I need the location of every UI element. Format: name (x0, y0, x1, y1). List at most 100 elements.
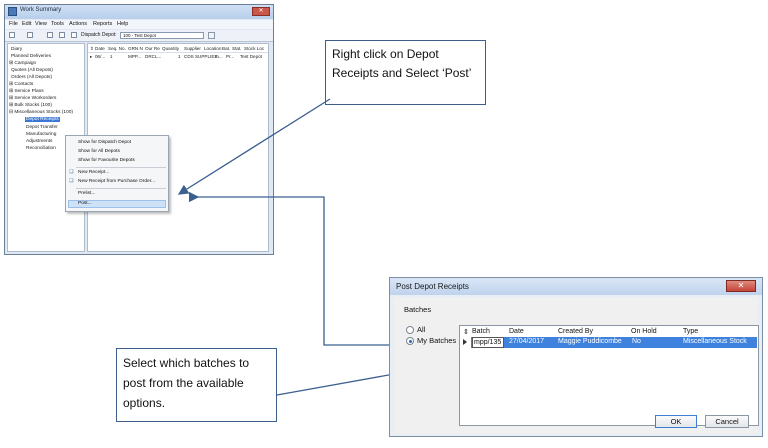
row-arrow-icon (463, 339, 467, 345)
tree-item[interactable]: Adjustments (26, 139, 53, 144)
table-cell[interactable]: 1 (178, 54, 181, 59)
menu-edit[interactable]: Edit (22, 21, 32, 27)
tree-item[interactable]: Depot Transfer (26, 125, 58, 130)
column-header-on-hold[interactable]: On Hold (631, 328, 657, 335)
radio-my-batches-label[interactable]: My Batches (417, 336, 457, 345)
depot-label: Dispatch Depot: (81, 32, 117, 38)
radio-my-batches[interactable] (406, 337, 414, 345)
depot-picker-button[interactable] (208, 32, 215, 39)
table-cell[interactable]: CDS SUPPLIES (184, 54, 218, 59)
title-bar: Work Summary ✕ (5, 5, 273, 19)
column-header[interactable]: Quantity (162, 46, 180, 51)
table-cell[interactable]: Pr... (226, 54, 235, 59)
column-header-created-by[interactable]: Created By (558, 328, 594, 335)
column-header[interactable]: Stock Loc (244, 46, 265, 51)
tree-item[interactable]: Planned Deliveries (11, 54, 51, 59)
grid-icon[interactable] (59, 32, 65, 38)
table-cell[interactable]: 06/... (95, 54, 106, 59)
column-header-batch[interactable]: Batch (472, 328, 490, 335)
menu-tools[interactable]: Tools (51, 21, 64, 27)
work-summary-window: Work Summary ✕ File Edit View Tools Acti… (4, 4, 274, 255)
refresh-icon[interactable] (71, 32, 77, 38)
menu-item-show-favourite-depots[interactable]: Show for Favourite Depots (78, 158, 135, 163)
menu-item-new-receipt-from-po[interactable]: New Receipt from Purchase Order... (78, 179, 156, 184)
tree-item[interactable]: ⊞ Service Plans (9, 89, 44, 94)
column-header[interactable]: Seq. No. (108, 46, 126, 51)
tree-item[interactable]: ⊞ Bulk Stocks (100) (9, 103, 52, 108)
menu-help[interactable]: Help (117, 21, 129, 27)
table-cell[interactable]: DRCL... (145, 54, 162, 59)
menu-item-new-receipt[interactable]: New Receipt... (78, 170, 110, 175)
callout-instruction-select: Select which batches to post from the av… (116, 348, 277, 422)
tree-item[interactable]: Reconciliation (26, 146, 56, 151)
column-header[interactable]: Date (95, 46, 105, 51)
table-cell[interactable]: m... (215, 54, 223, 59)
menu-bar: File Edit View Tools Actions Reports Hel… (5, 20, 273, 29)
batches-grid: ⇕ Batch Date Created By On Hold Type mpp… (459, 325, 759, 426)
tree-item[interactable]: Quotes (All Depots) (11, 68, 53, 73)
menu-reports[interactable]: Reports (93, 21, 113, 27)
menu-highlight (68, 200, 166, 208)
menu-item-post[interactable]: Post... (78, 201, 92, 206)
menu-actions[interactable]: Actions (69, 21, 88, 27)
table-cell[interactable]: Test Depot (240, 54, 262, 59)
context-menu: Show for Dispatch Depot Show for All Dep… (65, 135, 169, 212)
window-title: Work Summary (20, 7, 62, 13)
menu-separator (76, 188, 166, 189)
close-icon[interactable]: ✕ (726, 280, 756, 292)
table-cell[interactable]: MPP... (128, 54, 142, 59)
column-header[interactable]: Stat. (232, 46, 242, 51)
tree-item-depot-receipts[interactable]: Depot Receipts (25, 117, 60, 122)
menu-view[interactable]: View (35, 21, 47, 27)
menu-file[interactable]: File (9, 21, 18, 27)
tree-item[interactable]: Diary (11, 47, 23, 52)
cell-created-by[interactable]: Maggie Puddicombe (558, 338, 622, 345)
cell-date[interactable]: 27/04/2017 (509, 338, 545, 345)
menu-item-prelist[interactable]: Prelist... (78, 191, 96, 196)
arrow-to-dialog (188, 191, 454, 351)
tree-item[interactable]: ⊞ Campaign (9, 61, 37, 66)
new-doc-icon[interactable] (9, 32, 15, 38)
depot-select[interactable]: 100 - Test Depot (120, 32, 204, 39)
arrow-to-post-item (177, 98, 331, 195)
column-header[interactable]: Supplier (184, 46, 201, 51)
tree-item[interactable]: Orders (All Depots) (11, 75, 53, 80)
find-icon[interactable] (47, 32, 53, 38)
cancel-button[interactable]: Cancel (705, 415, 749, 428)
cell-batch[interactable]: mpp/135 (472, 337, 504, 348)
column-header[interactable]: Bat. (222, 46, 231, 51)
new-receipt-icon: ❏ (69, 170, 74, 175)
open-folder-icon[interactable] (27, 32, 33, 38)
column-chooser-icon[interactable]: ⇕ (463, 329, 469, 336)
column-header[interactable]: Location (204, 46, 222, 51)
column-header[interactable]: GRN N (128, 46, 143, 51)
table-cell[interactable]: 1 (110, 54, 113, 59)
new-receipt-po-icon: ❏ (69, 179, 74, 184)
column-header-type[interactable]: Type (683, 328, 699, 335)
cell-on-hold[interactable]: No (632, 338, 641, 345)
column-header: ⇕ (90, 46, 94, 51)
row-arrow-icon: ▸ (90, 54, 93, 59)
menu-item-show-all-depots[interactable]: Show for All Depots (78, 149, 120, 154)
header-divider (88, 52, 268, 53)
tree-item[interactable]: ⊟ Miscellaneous Stocks (100) (9, 110, 74, 115)
column-header[interactable]: Our Re (145, 46, 160, 51)
radio-all-label[interactable]: All (417, 325, 426, 334)
ok-button[interactable]: OK (655, 415, 697, 428)
tree-item[interactable]: Manufacturing (26, 132, 57, 137)
column-header-date[interactable]: Date (509, 328, 524, 335)
dialog-body: Batches All My Batches ⇕ Batch Date Crea… (394, 297, 759, 434)
batches-group: Batches All My Batches ⇕ Batch Date Crea… (398, 303, 759, 426)
batches-label: Batches (404, 305, 432, 314)
cell-type[interactable]: Miscellaneous Stock (683, 338, 747, 345)
tree-item[interactable]: ⊞ Service Workorders (9, 96, 57, 101)
toolbar: Dispatch Depot: 100 - Test Depot (5, 30, 273, 42)
callout-instruction-post: Right click on Depot Receipts and Select… (325, 40, 486, 105)
tree-item[interactable]: ⊞ Contacts (9, 82, 34, 87)
dialog-title-bar: Post Depot Receipts ✕ (390, 278, 762, 295)
menu-item-show-dispatch-depot[interactable]: Show for Dispatch Depot (78, 140, 132, 145)
radio-all[interactable] (406, 326, 414, 334)
callout-text: Right click on Depot Receipts and Select… (332, 47, 472, 80)
close-icon[interactable]: ✕ (252, 7, 270, 16)
table-row[interactable] (471, 337, 757, 348)
